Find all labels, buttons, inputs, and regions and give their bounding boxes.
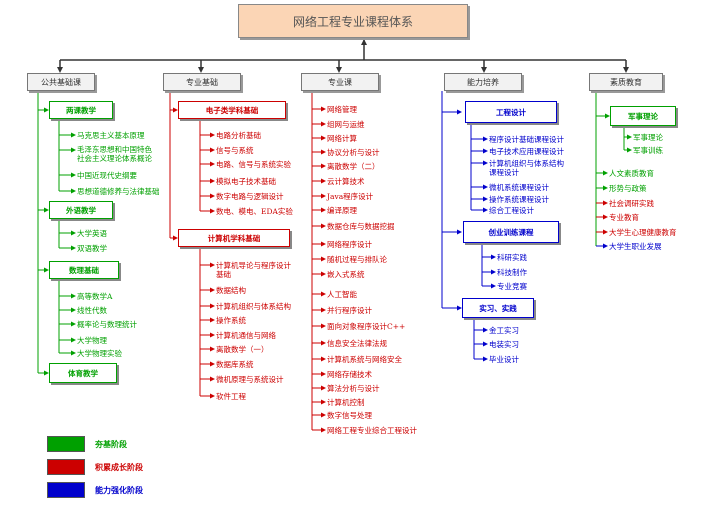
course-item: 程序设计基础课程设计 [489, 135, 564, 144]
course-item: 计算机组织与体系结构 [216, 302, 291, 311]
course-item: 微机系统课程设计 [489, 183, 549, 192]
group-electronics-base: 电子类学科基础 [178, 101, 286, 119]
course-item: 操作系统 [216, 316, 246, 325]
course-item: 大学生职业发展 [609, 242, 662, 251]
course-item: 编译原理 [327, 206, 357, 215]
legend-swatch-accumulation [47, 459, 85, 475]
course-item: 线性代数 [77, 306, 107, 315]
course-item: 专业教育 [609, 213, 639, 222]
category-quality: 素质教育 [589, 73, 663, 91]
course-item: 操作系统课程设计 [489, 195, 549, 204]
course-item: 网络计算 [327, 134, 357, 143]
course-item: 并行程序设计 [327, 306, 372, 315]
course-item: 计算机系统与网络安全 [327, 355, 402, 364]
course-item: Java程序设计 [327, 192, 374, 201]
course-item: 高等数学A [77, 292, 113, 301]
course-item: 科技制作 [497, 268, 527, 277]
course-item: 概率论与数理统计 [77, 320, 137, 329]
course-item: 微机原理与系统设计 [216, 375, 284, 384]
course-item: 大学生心理健康教育 [609, 228, 677, 237]
legend-swatch-strengthening [47, 482, 85, 498]
course-item: 计算机组织与体系结构课程设计 [489, 159, 564, 177]
course-item: 电路分析基础 [216, 131, 261, 140]
course-item: 双语教学 [77, 244, 107, 253]
course-item: 模拟电子技术基础 [216, 177, 276, 186]
course-item: 网络工程专业综合工程设计 [327, 426, 417, 435]
course-item: 计算机通信与网络 [216, 331, 276, 340]
course-item: 综合工程设计 [489, 206, 534, 215]
category-public: 公共基础课 [27, 73, 95, 91]
course-item: 电子技术应用课程设计 [489, 147, 564, 156]
course-item: 思想道德修养与法律基础 [77, 187, 160, 196]
category-ability: 能力培养 [444, 73, 522, 91]
group-military: 军事理论 [610, 106, 676, 126]
course-item: 专业竞赛 [497, 282, 527, 291]
course-item: 离散数学（二） [327, 162, 380, 171]
course-item: 人工智能 [327, 290, 357, 299]
group-foreign-language: 外语教学 [49, 201, 113, 219]
course-item: 数据库系统 [216, 360, 254, 369]
course-item: 数电、模电、EDA实验 [216, 207, 293, 216]
course-item: 数据结构 [216, 286, 246, 295]
group-computer-base: 计算机学科基础 [178, 229, 290, 247]
course-item: 数字电路与逻辑设计 [216, 192, 284, 201]
legend-label-accumulation: 积累成长阶段 [95, 462, 143, 472]
course-item: 网络管理 [327, 105, 357, 114]
category-professional-base: 专业基础 [163, 73, 241, 91]
course-item: 电路、信号与系统实验 [216, 160, 291, 169]
group-engineering-design: 工程设计 [465, 101, 557, 123]
course-item: 数据仓库与数据挖掘 [327, 222, 395, 231]
course-item: 信号与系统 [216, 146, 254, 155]
course-item: 毕业设计 [489, 355, 519, 364]
category-professional: 专业课 [301, 73, 379, 91]
course-item: 算法分析与设计 [327, 384, 380, 393]
course-item: 嵌入式系统 [327, 270, 365, 279]
diagram-title: 网络工程专业课程体系 [238, 4, 468, 38]
course-item: 金工实习 [489, 326, 519, 335]
course-item: 中国近现代史纲要 [77, 171, 137, 180]
course-item: 人文素质教育 [609, 169, 654, 178]
course-item: 信息安全法律法规 [327, 339, 387, 348]
legend-label-foundation: 夯基阶段 [95, 439, 127, 449]
course-item: 电装实习 [489, 340, 519, 349]
course-item: 软件工程 [216, 392, 246, 401]
course-item: 社会调研实践 [609, 199, 654, 208]
course-item: 离散数学（一） [216, 345, 269, 354]
course-item: 大学英语 [77, 229, 107, 238]
course-item: 协议分析与设计 [327, 148, 380, 157]
course-item: 网络存储技术 [327, 370, 372, 379]
course-item: 随机过程与排队论 [327, 255, 387, 264]
course-item: 大学物理实验 [77, 349, 122, 358]
course-item: 组网与运维 [327, 120, 365, 129]
legend-swatch-foundation [47, 436, 85, 452]
course-item: 网络程序设计 [327, 240, 372, 249]
group-math-physics: 数理基础 [49, 261, 119, 279]
course-item: 云计算技术 [327, 177, 365, 186]
course-item: 形势与政策 [609, 184, 647, 193]
group-innovation-training: 创业训练课程 [463, 221, 559, 243]
course-item: 军事理论 [633, 133, 663, 142]
course-item: 大学物理 [77, 336, 107, 345]
course-item: 科研实践 [497, 253, 527, 262]
course-item: 毛泽东思想和中国特色社会主义理论体系概论 [77, 145, 152, 163]
group-politics: 两课教学 [49, 101, 113, 119]
course-item: 军事训练 [633, 146, 663, 155]
group-internship-practice: 实习、实践 [462, 298, 534, 318]
course-item: 马克思主义基本原理 [77, 131, 145, 140]
group-physical-education: 体育教学 [49, 363, 117, 383]
course-item: 面向对象程序设计C++ [327, 322, 406, 331]
course-item: 数字信号处理 [327, 411, 372, 420]
course-item: 计算机导论与程序设计基础 [216, 261, 291, 279]
legend-label-strengthening: 能力强化阶段 [95, 485, 143, 495]
course-item: 计算机控制 [327, 398, 365, 407]
